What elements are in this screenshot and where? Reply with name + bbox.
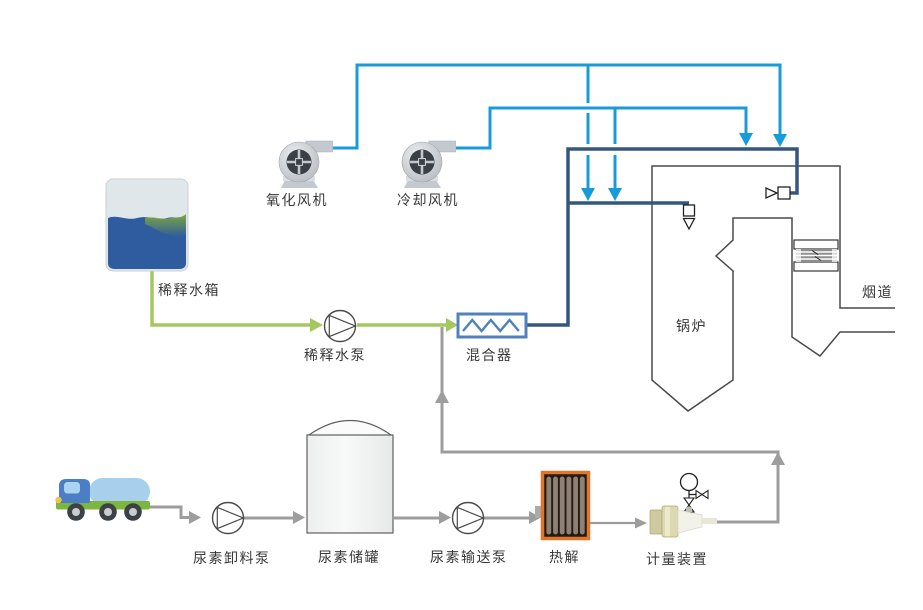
mixer-icon (456, 312, 528, 343)
dilution-tank-icon (105, 178, 189, 276)
label-urea-storage-tank: 尿素储罐 (318, 550, 380, 566)
water-flow-arrows (310, 318, 458, 332)
label-flue-duct: 烟道 (862, 285, 893, 301)
label-boiler: 锅炉 (676, 319, 707, 335)
spray-nozzle-icon (682, 204, 696, 231)
water-lines (150, 268, 446, 327)
air-flow-arrows (581, 133, 787, 201)
metering-device-icon (638, 463, 723, 543)
label-urea-unloading-pump: 尿素卸料泵 (193, 551, 271, 567)
injector-valve-icon (765, 186, 791, 200)
pyrolysis-unit-icon (540, 470, 592, 546)
cooling-fan-icon (396, 135, 457, 194)
urea-transfer-pump-icon (451, 501, 485, 539)
air-lines (325, 63, 782, 188)
urea-truck-icon (53, 472, 155, 530)
label-dilution-pump: 稀释水泵 (304, 348, 366, 364)
dilution-pump-icon (323, 309, 357, 347)
label-mixer: 混合器 (466, 348, 513, 364)
heat-exchanger (793, 239, 839, 272)
mixed-flow-lines (526, 147, 799, 327)
oxidation-fan-icon (273, 135, 334, 194)
urea-storage-tank-icon (303, 414, 397, 540)
label-urea-transfer-pump: 尿素输送泵 (430, 550, 508, 566)
label-metering-device: 计量装置 (646, 552, 708, 568)
label-pyrolysis: 热解 (549, 550, 580, 566)
boiler-outline (651, 165, 895, 412)
urea-unloading-pump-icon (211, 501, 245, 539)
pyrolysis-inlet-stub (535, 506, 544, 518)
label-dilution-tank: 稀释水箱 (158, 283, 220, 299)
label-oxidation-fan: 氧化风机 (266, 193, 328, 209)
label-cooling-fan: 冷却风机 (397, 193, 459, 209)
